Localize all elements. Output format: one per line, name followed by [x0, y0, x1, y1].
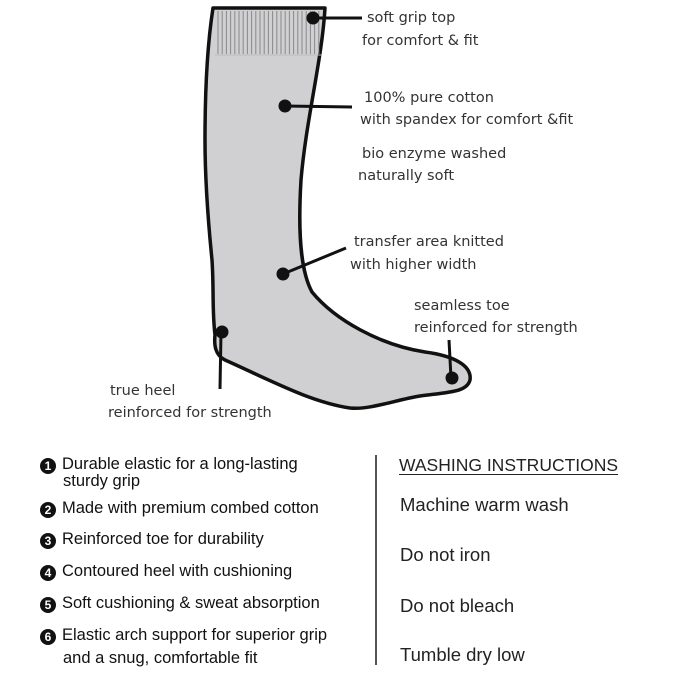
feature-item-cont: sturdy grip [63, 472, 141, 490]
callout-transfer-1: transfer area knitted [354, 234, 504, 250]
callout-grip-top-2: for comfort & fit [362, 33, 479, 49]
washing-item: Do not bleach [400, 595, 515, 616]
washing-title: WASHING INSTRUCTIONS [399, 455, 619, 475]
callout-cotton-2: with spandex for comfort &fit [360, 112, 574, 128]
callout-heel-1: true heel [110, 383, 176, 399]
callout-transfer-2: with higher width [350, 257, 477, 273]
callout-enzyme-2: naturally soft [358, 168, 455, 184]
callout-grip-top-1: soft grip top [367, 10, 456, 26]
washing-item: Do not iron [400, 544, 491, 565]
number-badge-icon: 3 [40, 533, 56, 549]
sock-outline [203, 6, 472, 410]
ribbing [217, 11, 320, 54]
callout-toe-1: seamless toe [414, 298, 510, 314]
callout-cotton-1: 100% pure cotton [364, 90, 494, 106]
washing-item: Machine warm wash [400, 494, 569, 515]
number-badge-icon: 6 [40, 629, 56, 645]
callout-enzyme-1: bio enzyme washed [362, 146, 507, 162]
number-badge-icon: 5 [40, 597, 56, 613]
feature-item-cont: and a snug, comfortable fit [63, 649, 258, 667]
number-badge-icon: 1 [40, 458, 56, 474]
callout-toe-2: reinforced for strength [414, 320, 578, 336]
divider [375, 455, 377, 665]
sock-illustration [203, 6, 472, 410]
washing-item: Tumble dry low [400, 644, 525, 665]
callout-heel-2: reinforced for strength [108, 405, 272, 421]
number-badge-icon: 4 [40, 565, 56, 581]
number-badge-icon: 2 [40, 502, 56, 518]
